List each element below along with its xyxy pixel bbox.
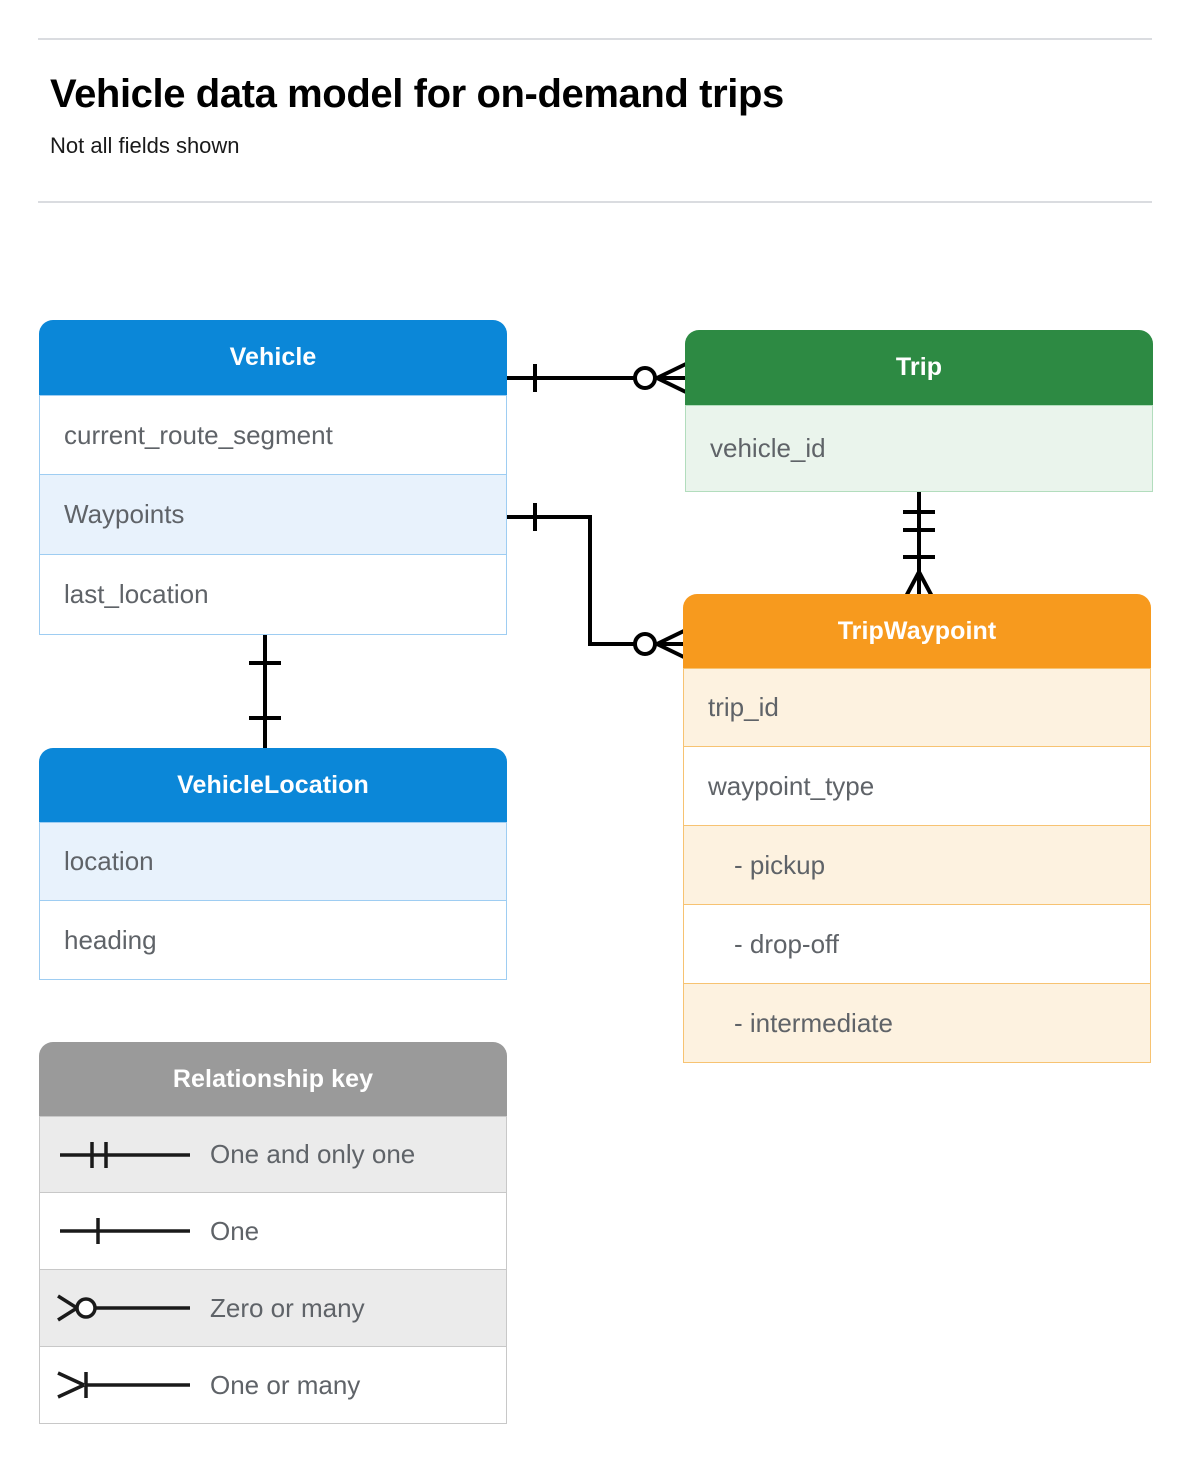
legend-item: Zero or many <box>39 1270 507 1347</box>
entity-tripwaypoint[interactable]: TripWaypoint trip_id waypoint_type - pic… <box>683 594 1151 1063</box>
entity-trip-title: Trip <box>685 330 1153 405</box>
entity-vehicle-title: Vehicle <box>39 320 507 395</box>
conn-waypoints-zero-circle <box>633 632 657 656</box>
legend-item: One and only one <box>39 1116 507 1193</box>
legend-item-label: One and only one <box>210 1139 416 1169</box>
header-divider <box>38 201 1152 203</box>
entity-vehiclelocation-fields: location heading <box>39 822 507 980</box>
legend-relationship-key: Relationship key One and only one <box>39 1042 507 1424</box>
entity-vehicle[interactable]: Vehicle current_route_segment Waypoints … <box>39 320 507 635</box>
conn-waypoints-tripwaypoint-line <box>505 515 645 646</box>
field-row[interactable]: - pickup <box>683 826 1151 905</box>
field-row[interactable]: trip_id <box>683 668 1151 747</box>
entity-trip-fields: vehicle_id <box>685 405 1153 492</box>
one-or-many-icon <box>40 1365 210 1405</box>
entity-vehicle-fields: current_route_segment Waypoints last_loc… <box>39 395 507 635</box>
page-subtitle: Not all fields shown <box>50 133 240 158</box>
conn-vehicle-trip-zero-circle <box>633 366 657 390</box>
entity-trip[interactable]: Trip vehicle_id <box>685 330 1153 492</box>
field-row[interactable]: current_route_segment <box>39 395 507 475</box>
field-row[interactable]: - intermediate <box>683 984 1151 1063</box>
field-row[interactable]: waypoint_type <box>683 747 1151 826</box>
field-row[interactable]: location <box>39 822 507 901</box>
field-row[interactable]: last_location <box>39 555 507 635</box>
entity-vehiclelocation-title: VehicleLocation <box>39 748 507 822</box>
legend-rows: One and only one One <box>39 1116 507 1424</box>
one-icon <box>40 1211 210 1251</box>
entity-vehiclelocation[interactable]: VehicleLocation location heading <box>39 748 507 980</box>
legend-item: One <box>39 1193 507 1270</box>
legend-item: One or many <box>39 1347 507 1424</box>
one-and-only-one-icon <box>40 1135 210 1175</box>
field-row[interactable]: vehicle_id <box>685 405 1153 492</box>
page-title: Vehicle data model for on-demand trips <box>50 72 784 116</box>
field-row[interactable]: - drop-off <box>683 905 1151 984</box>
field-row[interactable]: Waypoints <box>39 475 507 555</box>
top-divider <box>38 38 1152 40</box>
legend-title: Relationship key <box>39 1042 507 1116</box>
entity-tripwaypoint-title: TripWaypoint <box>683 594 1151 668</box>
field-row[interactable]: heading <box>39 901 507 980</box>
legend-item-label: Zero or many <box>210 1292 365 1323</box>
entity-tripwaypoint-fields: trip_id waypoint_type - pickup - drop-of… <box>683 668 1151 1063</box>
zero-or-many-icon <box>40 1288 210 1328</box>
legend-item-label: One or many <box>210 1369 361 1400</box>
legend-item-label: One <box>210 1215 260 1246</box>
